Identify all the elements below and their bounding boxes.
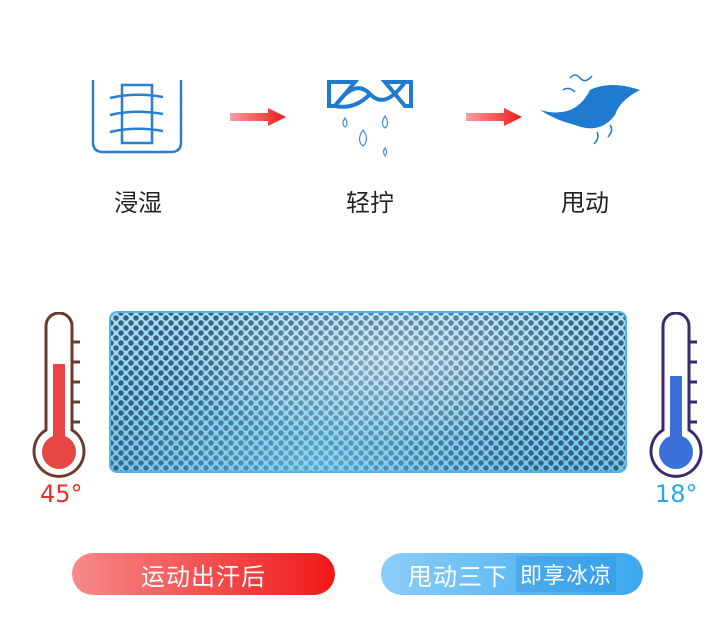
- shake-cool-banner: 甩动三下即享冰凉: [381, 553, 643, 595]
- banner-text-b: 即享冰凉: [515, 556, 616, 592]
- shake-icon: [540, 74, 640, 145]
- arrow-right-icon: [230, 108, 286, 126]
- after-sweat-banner: 运动出汗后: [72, 553, 335, 595]
- hot-temperature: 45°: [40, 480, 83, 508]
- soak-icon: [91, 80, 183, 154]
- cold-temperature: 18°: [655, 480, 698, 508]
- cold-thermometer-icon: [649, 312, 703, 478]
- arrow-right-icon: [466, 108, 522, 126]
- step-soak-label: 浸湿: [114, 189, 162, 217]
- hot-thermometer-icon: [32, 312, 86, 478]
- banner-text: 运动出汗后: [141, 562, 266, 591]
- cooling-towel-image: [109, 311, 627, 473]
- step-shake-label: 甩动: [561, 189, 609, 217]
- wring-icon: [327, 80, 413, 158]
- step-wring-label: 轻拧: [346, 189, 394, 217]
- banner-text-a: 甩动三下: [407, 562, 508, 591]
